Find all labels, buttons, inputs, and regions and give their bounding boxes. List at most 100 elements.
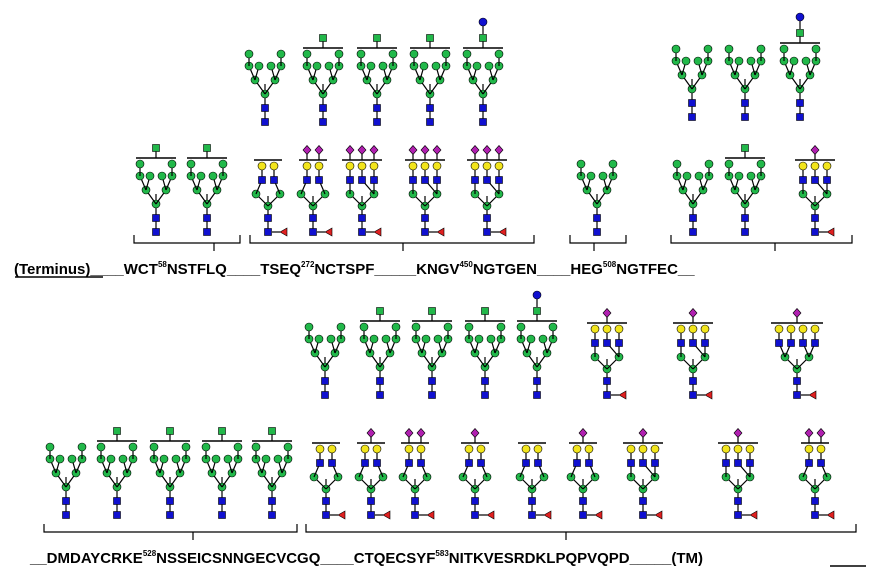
galactose-circle <box>798 324 808 334</box>
glycan-structure <box>795 145 835 237</box>
mannose-circle <box>266 61 276 71</box>
glcnac-square <box>799 176 807 184</box>
glcnac-square <box>411 511 419 519</box>
galactose-circle <box>650 444 660 454</box>
glcnac-square <box>481 391 489 399</box>
glcnac-square <box>270 176 278 184</box>
bracket-line <box>133 235 241 244</box>
mannose-circle <box>441 49 451 59</box>
mannose-circle <box>261 454 271 464</box>
mannose-circle <box>734 171 744 181</box>
fucose-triangle <box>279 227 288 237</box>
galactose-circle <box>626 444 636 454</box>
glcnac-square <box>615 339 623 347</box>
mannose-circle <box>756 159 766 169</box>
sequence-segment: NSSEICSNNGECVCGQ____CTQECSYF <box>156 550 435 567</box>
galactose-circle <box>327 444 337 454</box>
glcnac-square <box>591 339 599 347</box>
site-bracket <box>569 235 627 251</box>
sequence-row-2: __DMDAYCRKE528NSSEICSNNGECVCGQ____CTQECS… <box>29 549 703 567</box>
glcnac-square <box>811 339 819 347</box>
glcnac-square <box>689 339 697 347</box>
mannose-circle <box>45 442 55 452</box>
glcnac-square <box>152 214 160 222</box>
sialic-acid-diamond <box>804 428 814 438</box>
mannose-circle <box>388 49 398 59</box>
fucose-triangle <box>373 227 382 237</box>
mannose-circle <box>314 334 324 344</box>
glycan-structure <box>623 428 663 520</box>
mannose-circle <box>77 442 87 452</box>
mannose-circle <box>779 44 789 54</box>
mannose-circle <box>312 61 322 71</box>
fucose-triangle <box>749 510 758 520</box>
sialic-acid-diamond <box>792 308 802 318</box>
mannose-circle <box>419 61 429 71</box>
glcnac-square <box>481 377 489 385</box>
glcnac-square <box>746 459 754 467</box>
glcnac-square <box>528 497 536 505</box>
galactose-circle <box>408 161 418 171</box>
glcnac-square <box>639 459 647 467</box>
glcnac-square <box>579 497 587 505</box>
mannose-circle <box>681 56 691 66</box>
glcnac-square <box>483 214 491 222</box>
glcnac-square <box>805 459 813 467</box>
fucose-triangle <box>436 227 445 237</box>
mannose-circle <box>431 61 441 71</box>
mannose-circle <box>433 334 443 344</box>
glcnac-square <box>322 511 330 519</box>
site-bracket <box>133 235 241 251</box>
glcnac-square <box>152 228 160 236</box>
site-number: 272 <box>301 260 315 269</box>
mannose-circle <box>789 56 799 66</box>
galactose-circle <box>404 444 414 454</box>
mannose-circle <box>464 322 474 332</box>
glcnac-square <box>319 34 327 42</box>
fucose-triangle <box>808 390 817 400</box>
glcnac-square <box>479 34 487 42</box>
sialic-acid-diamond <box>408 145 418 155</box>
glycan-structure <box>405 145 445 237</box>
sialic-acid-diamond <box>638 428 648 438</box>
glcnac-square <box>319 104 327 112</box>
glcnac-square <box>734 511 742 519</box>
mannose-circle <box>181 442 191 452</box>
glcnac-square <box>741 228 749 236</box>
glcnac-square <box>426 34 434 42</box>
glycan-structure <box>566 428 603 520</box>
glcnac-square <box>465 459 473 467</box>
glycan-structure <box>135 144 177 236</box>
glycan-structure <box>45 442 87 519</box>
sialic-acid-diamond <box>345 145 355 155</box>
fucose-triangle <box>426 510 435 520</box>
galactose-circle <box>464 444 474 454</box>
galactose-circle <box>804 444 814 454</box>
mannose-circle <box>756 44 766 54</box>
glcnac-square <box>573 459 581 467</box>
galactose-circle <box>360 444 370 454</box>
sialic-acid-diamond <box>420 145 430 155</box>
mannose-circle <box>526 334 536 344</box>
sialic-acid-diamond <box>578 428 588 438</box>
site-bracket <box>305 524 857 540</box>
glcnac-square <box>152 144 160 152</box>
glcnac-square <box>471 176 479 184</box>
fucose-triangle <box>654 510 663 520</box>
mannose-circle <box>378 61 388 71</box>
mannose-circle <box>586 171 596 181</box>
glcnac-square <box>793 377 801 385</box>
glcnac-square <box>677 339 685 347</box>
sequence-segment: NCTSPF_____KNGV <box>314 261 459 278</box>
glcnac-square <box>811 176 819 184</box>
glcnac-square <box>689 391 697 399</box>
glcnac-square <box>534 459 542 467</box>
glycan-structure <box>458 428 495 520</box>
glcnac-square <box>428 391 436 399</box>
glycan-structure <box>724 144 766 236</box>
glcnac-square <box>639 511 647 519</box>
galactose-circle <box>810 161 820 171</box>
mannose-circle <box>273 454 283 464</box>
glcnac-square <box>166 427 174 435</box>
glcnac-square <box>218 427 226 435</box>
